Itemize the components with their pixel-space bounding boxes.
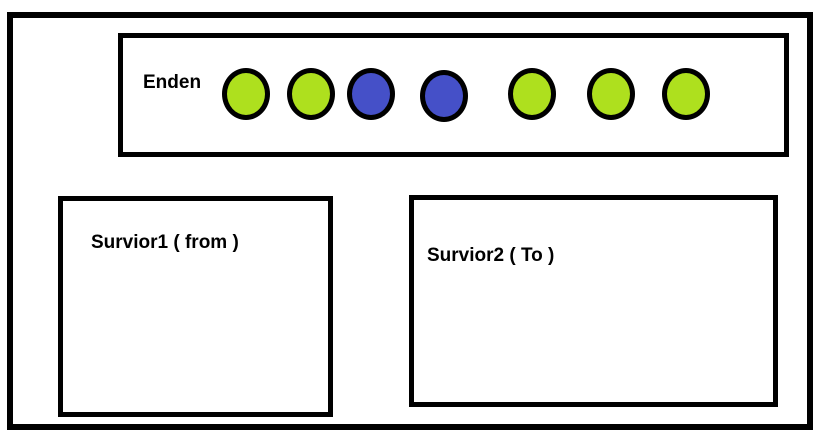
- survivor1-label: Survior1 ( from ): [91, 232, 239, 253]
- enden-label: Enden: [143, 72, 202, 93]
- enden-box: [118, 33, 789, 157]
- survivor2-label: Survior2 ( To ): [427, 245, 555, 266]
- survivor2-box: [409, 195, 778, 407]
- survivor1-box: [58, 196, 333, 417]
